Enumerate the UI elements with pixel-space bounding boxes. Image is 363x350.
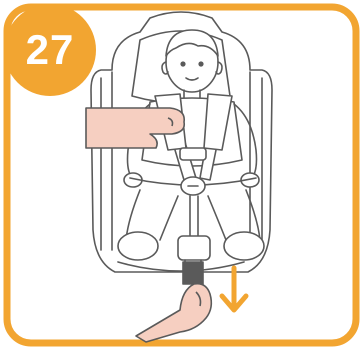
chest-clip xyxy=(180,148,206,160)
arrow-down-icon xyxy=(222,268,246,310)
step-number-badge: 27 xyxy=(4,4,96,96)
shoe-right xyxy=(224,232,264,260)
harness-adjuster xyxy=(178,236,210,260)
step-number: 27 xyxy=(26,26,75,74)
adult-hand-bottom xyxy=(136,284,211,342)
shoe-left xyxy=(118,232,158,260)
